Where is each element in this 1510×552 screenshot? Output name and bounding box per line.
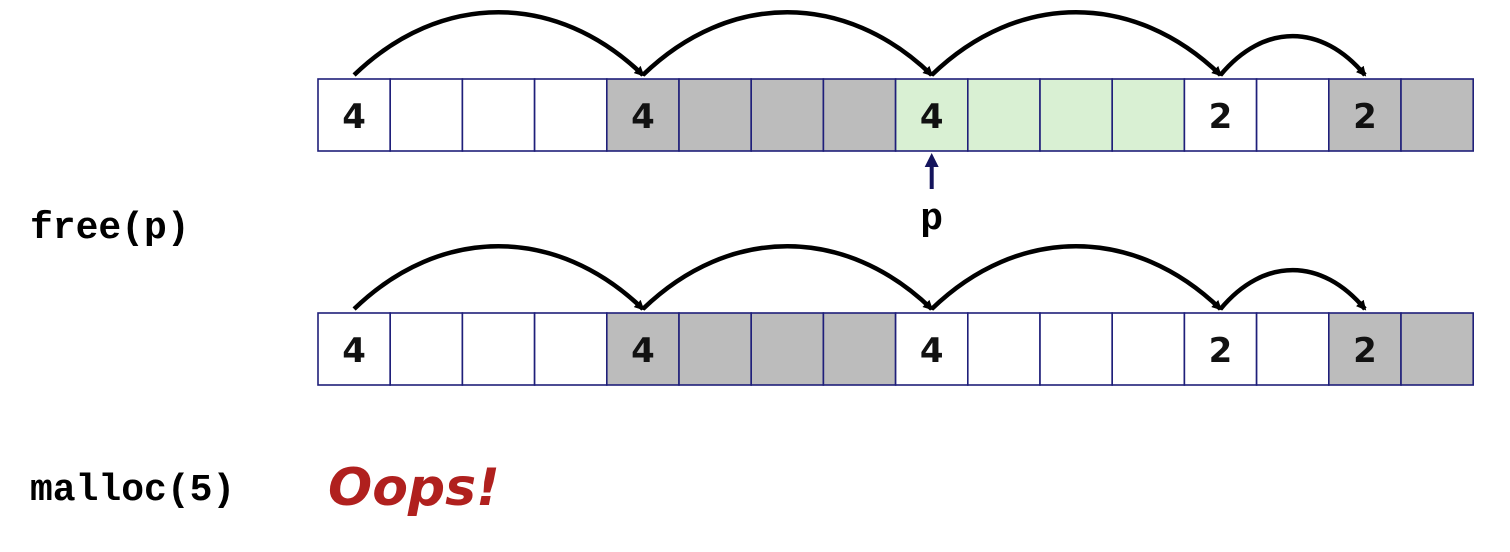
next-block-arrow <box>1218 33 1367 77</box>
pointer-p: p <box>920 153 943 241</box>
payload-cell <box>533 312 608 386</box>
header-cell <box>1328 78 1402 152</box>
header-cell <box>605 312 680 386</box>
malloc-call-label: malloc(5) <box>30 469 235 512</box>
payload-cell <box>966 78 1041 152</box>
heap-row-before-free: 4 4 4 2 2 <box>317 10 1474 152</box>
block-size-label: 4 <box>920 97 944 137</box>
header-cell <box>605 78 680 152</box>
payload-cell <box>1111 78 1186 152</box>
block-size-label: 4 <box>631 97 655 137</box>
payload-cell <box>1039 312 1113 386</box>
next-block-arrow <box>352 10 645 77</box>
payload-cell <box>1400 78 1474 152</box>
header-cell <box>317 312 391 386</box>
heap-row-after-free: 4 4 4 2 2 <box>317 244 1474 386</box>
payload-cell <box>533 78 608 152</box>
block-size-label: 2 <box>1209 331 1233 371</box>
pointer-arrowhead <box>924 153 939 167</box>
payload-cell <box>1039 78 1113 152</box>
pointer-label: p <box>920 198 943 241</box>
block-size-label: 4 <box>342 97 366 137</box>
free-call-label: free(p) <box>30 207 190 250</box>
payload-cell <box>1400 312 1474 386</box>
payload-cell <box>750 78 825 152</box>
next-block-arrow <box>352 244 645 311</box>
payload-cell <box>966 312 1041 386</box>
oops-label: Oops! <box>328 458 500 518</box>
payload-cell <box>389 312 464 386</box>
payload-cell <box>461 78 536 152</box>
header-cell <box>1183 312 1258 386</box>
payload-cell <box>1255 78 1330 152</box>
block-size-label: 2 <box>1353 331 1377 371</box>
block-size-label: 4 <box>631 331 655 371</box>
block-size-label: 4 <box>342 331 366 371</box>
payload-cell <box>678 78 752 152</box>
header-cell <box>894 312 969 386</box>
next-block-arrow <box>641 244 934 311</box>
block-size-label: 2 <box>1353 97 1377 137</box>
next-block-arrow <box>930 244 1223 311</box>
payload-cell <box>750 312 825 386</box>
next-block-arrow <box>641 10 934 77</box>
header-cell <box>894 78 969 152</box>
payload-cell <box>461 312 536 386</box>
header-cell <box>317 78 391 152</box>
block-size-label: 2 <box>1209 97 1233 137</box>
next-block-arrow <box>930 10 1223 77</box>
payload-cell <box>678 312 752 386</box>
payload-cell <box>822 312 897 386</box>
block-size-label: 4 <box>920 331 944 371</box>
payload-cell <box>1111 312 1186 386</box>
header-cell <box>1328 312 1402 386</box>
payload-cell <box>1255 312 1330 386</box>
next-block-arrow <box>1218 267 1367 311</box>
payload-cell <box>822 78 897 152</box>
payload-cell <box>389 78 464 152</box>
